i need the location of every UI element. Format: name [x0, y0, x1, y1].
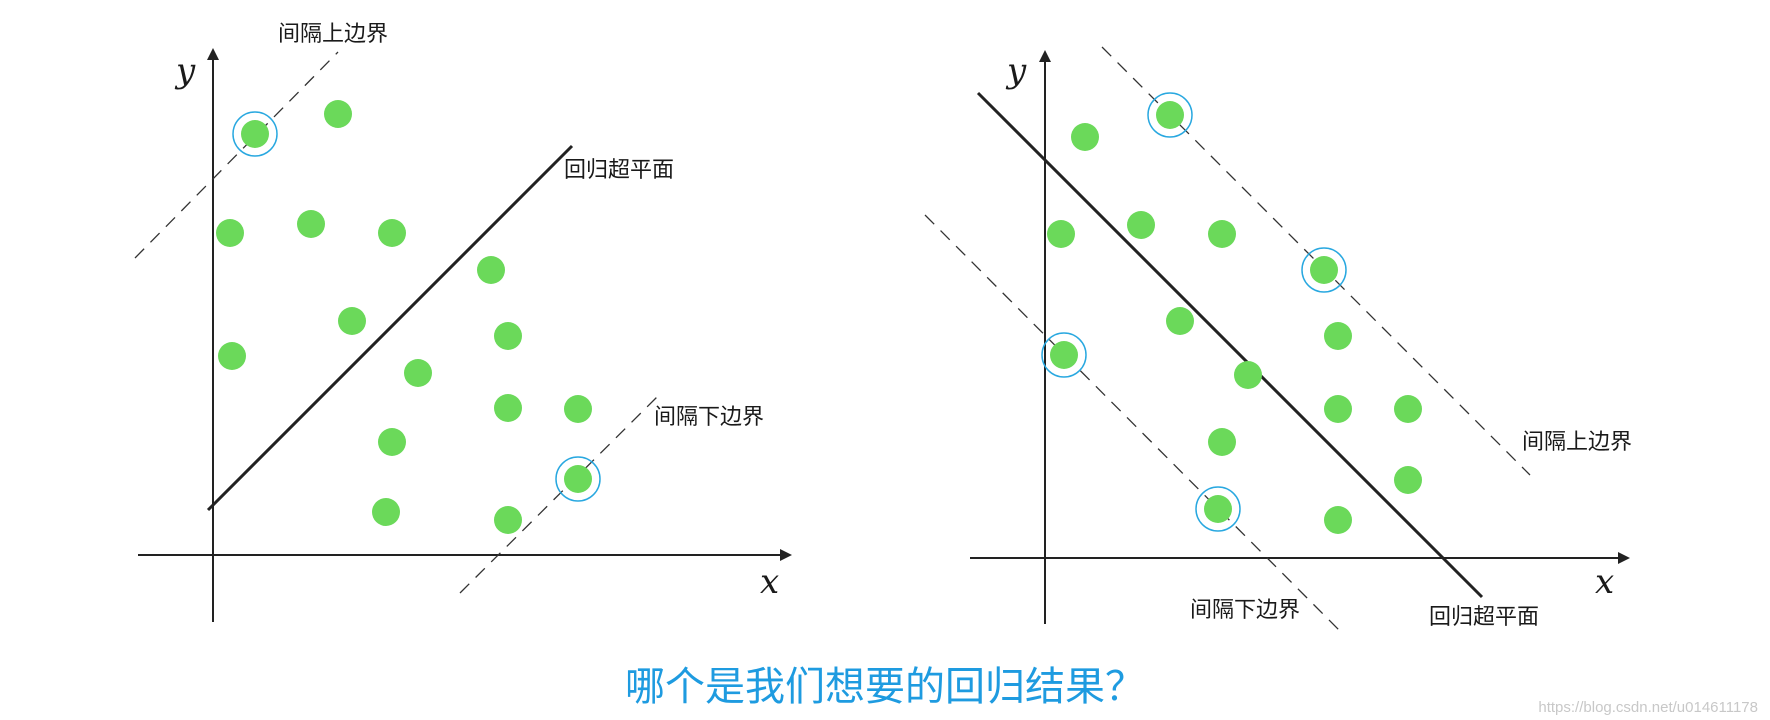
regression-hyperplane	[206, 144, 574, 512]
data-point	[1047, 220, 1075, 248]
lower-margin-label: 间隔下边界	[654, 405, 764, 430]
data-point	[564, 395, 592, 423]
data-point	[216, 219, 244, 247]
diagram-left: x y 间隔上边界 回归超平面 间隔下边界	[134, 22, 792, 622]
data-point	[1208, 220, 1236, 248]
data-point	[378, 219, 406, 247]
y-axis-label: y	[1005, 51, 1027, 91]
x-axis-label: x	[760, 562, 779, 602]
data-point	[1050, 341, 1078, 369]
data-point	[1310, 256, 1338, 284]
data-point	[1204, 495, 1232, 523]
data-point	[477, 256, 505, 284]
upper-margin-label: 间隔上边界	[1522, 430, 1632, 455]
support-vector-ring	[1041, 332, 1087, 378]
hyperplane-label: 回归超平面	[564, 158, 674, 183]
data-point	[324, 100, 352, 128]
support-vector-ring	[232, 111, 278, 157]
y-axis-label: y	[174, 51, 196, 91]
data-point	[372, 498, 400, 526]
regression-hyperplane	[976, 91, 1484, 599]
data-point	[404, 359, 432, 387]
data-point	[494, 506, 522, 534]
data-point	[1324, 322, 1352, 350]
support-vector-ring	[1301, 247, 1347, 293]
diagram-right: x y 间隔上边界 间隔下边界 回归超平面	[924, 46, 1632, 634]
data-point	[1234, 361, 1262, 389]
data-point	[1394, 395, 1422, 423]
data-point	[494, 322, 522, 350]
data-point	[297, 210, 325, 238]
data-point	[1394, 466, 1422, 494]
watermark: https://blog.csdn.net/u014611178	[1538, 699, 1758, 716]
data-point	[1324, 395, 1352, 423]
upper-margin-label: 间隔上边界	[278, 22, 388, 47]
support-vector-ring	[1195, 486, 1241, 532]
data-point	[494, 394, 522, 422]
data-point	[1156, 101, 1184, 129]
data-point	[338, 307, 366, 335]
upper-margin-line	[134, 51, 339, 259]
support-vector-ring	[555, 456, 601, 502]
data-point	[218, 342, 246, 370]
data-point	[1166, 307, 1194, 335]
lower-margin-line	[924, 214, 1343, 634]
data-point	[378, 428, 406, 456]
data-point	[241, 120, 269, 148]
data-point	[1208, 428, 1236, 456]
data-points	[1047, 101, 1422, 534]
support-vector-ring	[1147, 92, 1193, 138]
data-point	[1324, 506, 1352, 534]
lower-margin-label: 间隔下边界	[1190, 598, 1300, 623]
data-point	[564, 465, 592, 493]
question-caption: 哪个是我们想要的回归结果？	[625, 664, 1145, 710]
hyperplane-label: 回归超平面	[1429, 605, 1539, 630]
data-point	[1127, 211, 1155, 239]
x-axis-label: x	[1595, 562, 1614, 602]
data-point	[1071, 123, 1099, 151]
data-points	[216, 100, 592, 534]
